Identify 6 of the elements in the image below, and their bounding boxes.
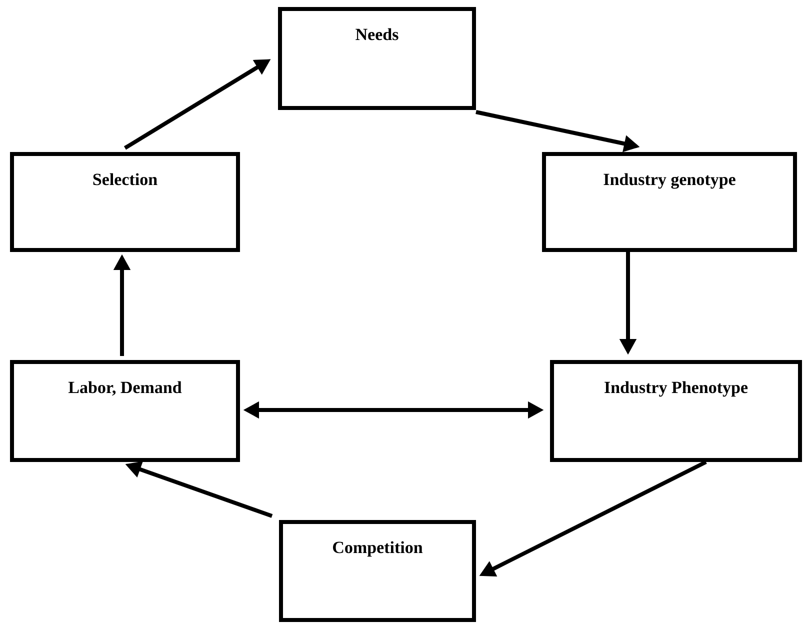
process-box: Needs [278,7,476,110]
process-box: Industry Phenotype [550,360,802,462]
process-box: Competition [279,520,476,622]
process-box: Selection [10,152,240,252]
process-box: Industry genotype [542,152,797,252]
process-box: Labor, Demand [10,360,240,462]
